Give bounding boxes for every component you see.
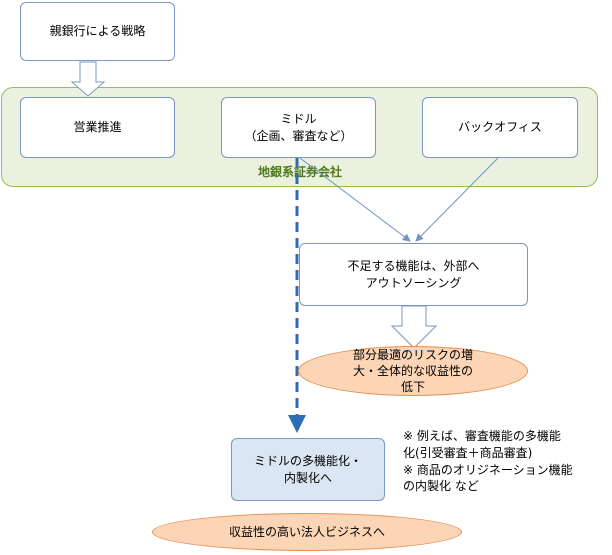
group-label: 地銀系証券会社 [257,165,342,179]
arrow-middle-to-outsourcing [299,157,411,242]
parent-bank-strategy-box: 親銀行による戦略 [20,2,175,61]
parent-bank-strategy-text: 親銀行による戦略 [49,24,146,39]
final-goal-ellipse: 収益性の高い法人ビジネスへ [152,513,462,551]
risk-result-text: 部分最適のリスクの増 大・全体的な収益性の 低下 [352,347,473,395]
middle-multifunction-box: ミドルの多機能化・ 内製化へ [231,438,385,501]
middle-multifunction-text: ミドルの多機能化・ 内製化へ [253,454,362,485]
back-office-text: バックオフィス [458,120,542,135]
outsourcing-text: 不足する機能は、外部へ アウトソーシング [347,259,480,290]
risk-result-ellipse: 部分最適のリスクの増 大・全体的な収益性の 低下 [298,346,528,396]
example-note: ※ 例えば、審査機能の多機能 化(引受審査＋商品審査) ※ 商品のオリジネーショ… [403,429,573,494]
arrow-backoffice-to-outsourcing [415,157,499,242]
block-arrow-strategy-to-sales [70,61,106,97]
middle-text: ミドル （企画、審査など） [244,112,353,143]
sales-promotion-box: 営業推進 [20,97,175,158]
back-office-box: バックオフィス [422,97,578,158]
block-arrow-outsourcing-to-risk [390,305,438,349]
sales-promotion-text: 営業推進 [73,120,122,135]
final-goal-text: 収益性の高い法人ビジネスへ [228,524,385,539]
middle-box: ミドル （企画、審査など） [221,97,376,158]
outsourcing-box: 不足する機能は、外部へ アウトソーシング [299,243,528,306]
